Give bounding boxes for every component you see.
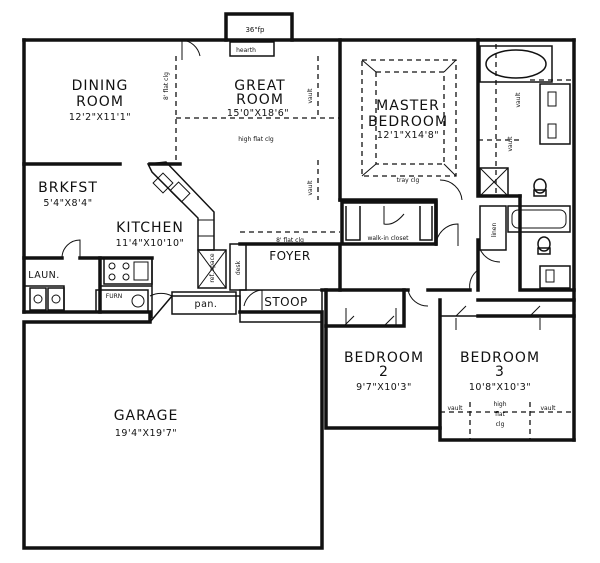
bedroom-3-flat-note: flat — [495, 411, 505, 418]
great-high-ceiling-note: high flat clg — [238, 136, 274, 143]
walk-in-closet: walk-in closet — [340, 200, 438, 246]
stoop-label: STOOP — [264, 295, 308, 309]
furnace-label: FURN — [106, 293, 123, 300]
doors — [61, 39, 541, 330]
bedroom-3-dim: 10'8"X10'3" — [469, 382, 531, 393]
master-bath-vault-note-1: vault — [515, 92, 522, 108]
great-flat-ceiling-note: 8' flat clg — [163, 72, 170, 100]
kitchen-dim: 11'4"X10'10" — [116, 238, 185, 249]
room-labels: DINING ROOM 12'2"X11'1" GREAT ROOM 15'0"… — [28, 78, 540, 439]
bedroom-3-vault-right: vault — [540, 405, 556, 412]
bedroom-3-name-2: 3 — [495, 364, 505, 380]
great-room-name-2: ROOM — [236, 92, 284, 108]
fireplace: 36"fp hearth — [224, 12, 294, 57]
hearth-label: hearth — [236, 47, 256, 54]
bedroom-3-high-note: high — [493, 401, 506, 408]
breakfast-name: BRKFST — [38, 180, 98, 196]
desk-label: desk — [235, 260, 242, 275]
foyer-label: FOYER — [269, 249, 310, 263]
bedroom-2-name-2: 2 — [379, 364, 389, 380]
master-bedroom-dim: 12'1"X14'8" — [377, 130, 439, 141]
pantry-label: pan. — [195, 299, 218, 310]
breakfast-dim: 5'4"X8'4" — [43, 198, 92, 209]
master-bedroom-name-1: MASTER — [376, 98, 440, 114]
garage-dim: 19'4"X19'7" — [115, 428, 177, 439]
bedroom-3-name-1: BEDROOM — [460, 350, 540, 366]
hall-bath-fixtures: linen — [479, 205, 571, 289]
bedroom-3-clg-note: clg — [496, 421, 505, 428]
great-room-dim: 15'0"X18'6" — [227, 108, 289, 119]
dining-room-dim: 12'2"X11'1" — [69, 112, 131, 123]
bedroom-2-name-1: BEDROOM — [344, 350, 424, 366]
ceiling-lines — [175, 44, 574, 440]
great-vault-note-upper: vault — [307, 88, 314, 104]
dining-room-name-2: ROOM — [76, 94, 124, 110]
ref-space-label: ref. space — [209, 253, 216, 282]
ceiling-notes: 8' flat clg high flat clg vault vault tr… — [163, 72, 556, 428]
garage-name: GARAGE — [114, 408, 179, 424]
master-bedroom-name-2: BEDROOM — [368, 114, 448, 130]
dining-room-name-1: DINING — [72, 78, 129, 94]
bedroom-2-dim: 9'7"X10'3" — [356, 382, 412, 393]
tray-ceiling-note: tray clg — [397, 177, 420, 184]
master-bath-vault-note-2: vault — [507, 136, 514, 152]
fireplace-label: 36"fp — [245, 26, 265, 34]
master-bath-fixtures — [479, 45, 571, 197]
bedroom-3-vault-left: vault — [447, 405, 463, 412]
walls — [22, 38, 576, 550]
great-vault-note-lower: vault — [307, 180, 314, 196]
walk-in-closet-label: walk-in closet — [367, 235, 409, 242]
foyer-ceiling-note: 8' flat clg — [276, 237, 304, 244]
kitchen-name: KITCHEN — [116, 220, 184, 236]
kitchen-fixtures: ref. space desk FURN — [29, 161, 247, 313]
laundry-label: LAUN. — [28, 270, 60, 281]
linen-label: linen — [491, 222, 498, 237]
stoop: STOOP pan. — [171, 289, 323, 315]
great-room-name-1: GREAT — [234, 78, 285, 94]
